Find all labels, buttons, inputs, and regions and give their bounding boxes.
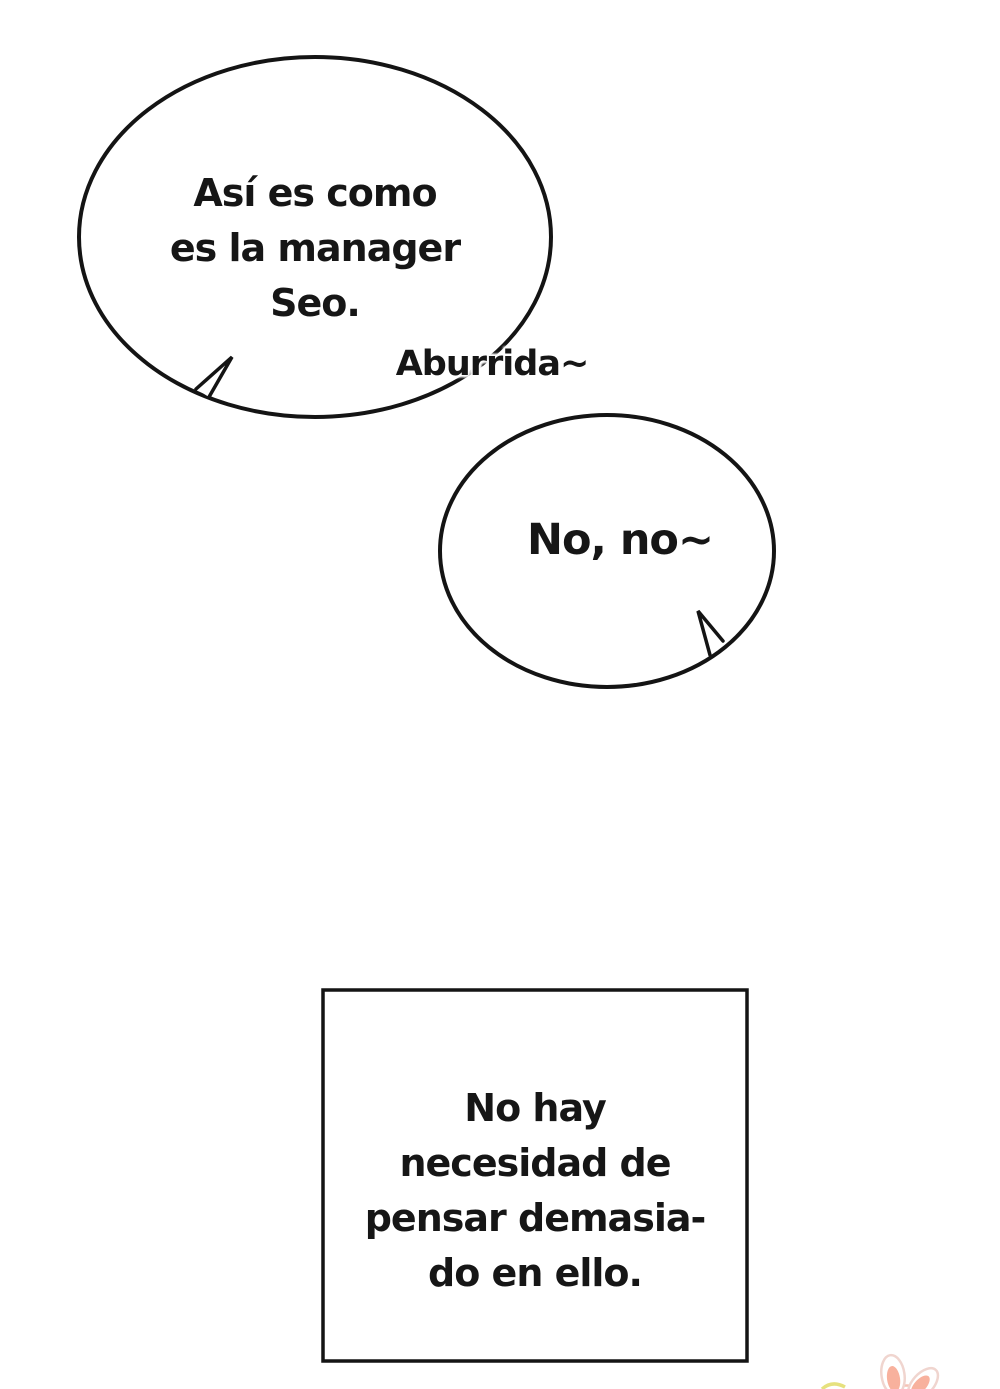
speech-bubble-1-tail xyxy=(194,355,234,399)
caption-box-text: No hay necesidad de pensar demasia- do e… xyxy=(323,1081,747,1301)
speech-line: Seo. xyxy=(270,281,361,325)
caption-line: No hay xyxy=(464,1086,606,1130)
speech-bubble-2-tail xyxy=(696,609,725,657)
speech-bubble-1-text: Así es como es la manager Seo. xyxy=(115,166,515,331)
caption-line: necesidad de xyxy=(399,1141,671,1185)
caption-box-shape xyxy=(321,988,749,1363)
speech-bubble-2-shape xyxy=(438,413,776,689)
speech-line: es la manager xyxy=(169,226,461,270)
speech-bubble-2-text: No, no~ xyxy=(470,514,770,566)
bunny-left-ear-icon xyxy=(880,1353,906,1389)
bunny-ears-watermark xyxy=(820,1353,940,1389)
leaf-accent-icon xyxy=(820,1382,846,1389)
speech-line: No, no~ xyxy=(526,515,714,565)
speech-bubble-1-shape xyxy=(77,55,553,419)
bunny-right-ear-icon xyxy=(906,1366,940,1389)
caption-line: do en ello. xyxy=(428,1251,643,1295)
caption-line: pensar demasia- xyxy=(364,1196,707,1240)
speech-line: Así es como xyxy=(193,171,437,215)
sfx-text: Aburrida~ xyxy=(395,344,590,384)
